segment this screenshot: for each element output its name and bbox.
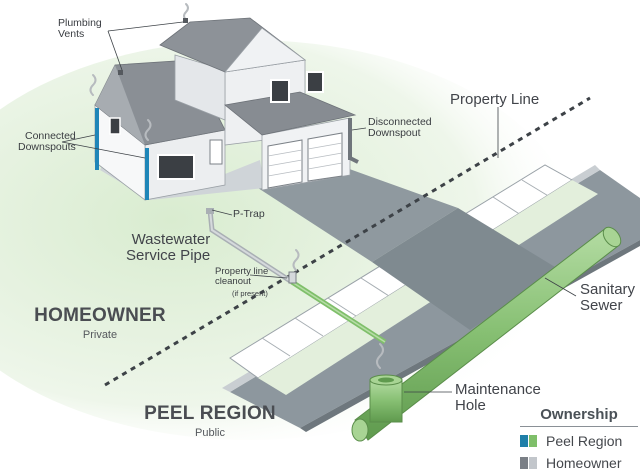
house-gable bbox=[224, 27, 307, 73]
property-line bbox=[104, 96, 591, 387]
label-p-trap: P-Trap bbox=[233, 208, 265, 220]
p-trap bbox=[206, 208, 214, 214]
legend-label: Peel Region bbox=[546, 433, 623, 449]
door bbox=[209, 139, 223, 165]
legend-swatch bbox=[529, 457, 537, 469]
region-peel-sub: Public bbox=[195, 427, 225, 439]
label-property-line: Property Line bbox=[450, 91, 540, 108]
sewer-pipe-end bbox=[602, 226, 622, 248]
region-peel-name: PEEL REGION bbox=[144, 403, 276, 424]
leader-lines bbox=[61, 21, 577, 393]
label-wastewater-service-pipe: Wastewater Service Pipe bbox=[126, 231, 211, 264]
house-left-roof-shade bbox=[95, 65, 145, 145]
maintenance-hole bbox=[369, 379, 403, 423]
region-peel: PEEL REGION Public bbox=[140, 403, 280, 439]
wastewater-service-pipe-inner bbox=[209, 209, 293, 283]
window bbox=[306, 71, 324, 93]
label-plumbing-vents: Plumbing Vents bbox=[58, 17, 102, 41]
plumbing-vent bbox=[118, 70, 123, 75]
legend-swatch bbox=[520, 457, 528, 469]
downspout-extension bbox=[349, 156, 359, 164]
region-homeowner-sub: Private bbox=[82, 329, 118, 341]
window bbox=[157, 154, 195, 180]
legend-item-peel: Peel Region bbox=[520, 433, 638, 449]
label-cleanout-note: (if present) bbox=[232, 289, 268, 298]
window bbox=[270, 79, 290, 103]
sewer-inlet-end bbox=[351, 418, 369, 442]
label-sanitary-sewer: Sanitary Sewer bbox=[580, 281, 636, 314]
region-homeowner-name: HOMEOWNER bbox=[34, 305, 166, 326]
driveway bbox=[258, 162, 458, 262]
ownership-legend: Ownership Peel Region Homeowner bbox=[520, 402, 638, 471]
garage-door-right bbox=[307, 132, 343, 182]
label-property-line-cleanout: Property line cleanout bbox=[215, 266, 269, 287]
region-homeowner: HOMEOWNER Private bbox=[30, 305, 170, 341]
label-disconnected-downspout: Disconnected Downspout bbox=[368, 116, 432, 140]
legend-title: Ownership bbox=[520, 402, 638, 427]
label-maintenance-hole: Maintenance Hole bbox=[455, 381, 541, 414]
legend-label: Homeowner bbox=[546, 455, 622, 471]
legend-swatch bbox=[529, 435, 537, 447]
property-line-cleanout bbox=[288, 271, 297, 284]
plumbing-vent-steam bbox=[89, 3, 384, 369]
legend-swatch bbox=[520, 435, 528, 447]
plumbing-vent bbox=[183, 18, 188, 23]
window bbox=[109, 117, 121, 135]
label-connected-downspouts: Connected Downspouts bbox=[18, 130, 76, 154]
legend-item-homeowner: Homeowner bbox=[520, 455, 638, 471]
garage-door-left bbox=[267, 139, 303, 189]
